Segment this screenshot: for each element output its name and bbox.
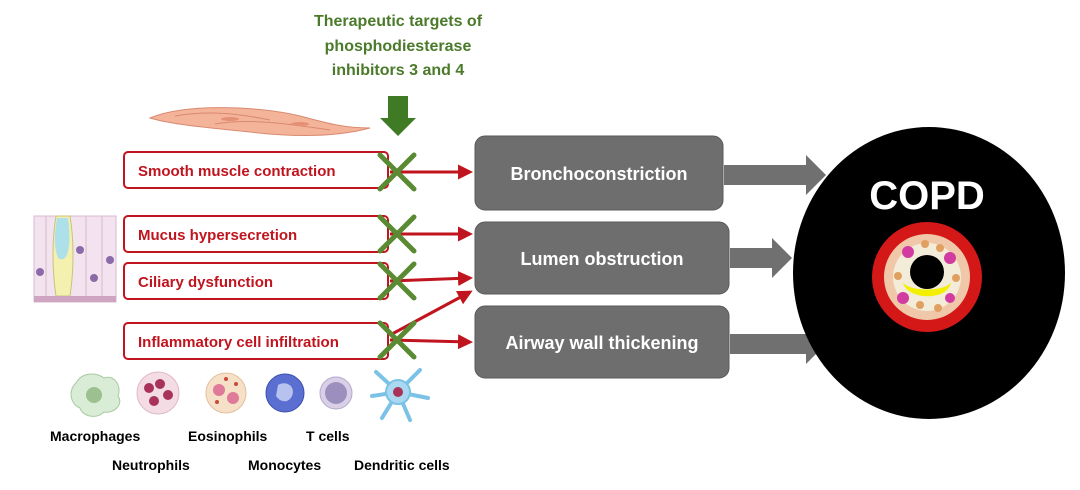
effect-box-airway-wall: Airway wall thickening	[474, 305, 730, 379]
airway-cross-section-illustration	[872, 222, 982, 332]
effect-label: Airway wall thickening	[505, 333, 698, 353]
cause-label: Inflammatory cell infiltration	[138, 334, 339, 351]
cell-label-macrophages: Macrophages	[50, 428, 140, 444]
header-title: Therapeutic targets of phosphodiesterase…	[314, 13, 483, 79]
neutrophil-icon	[136, 371, 180, 415]
copd-outcome: COPD	[793, 127, 1065, 419]
arrow-inflammatory-to-lumen	[391, 290, 473, 336]
cell-label-t-cells: T cells	[306, 428, 350, 444]
gray-arrow	[724, 155, 826, 195]
cell-label-dendritic-cells: Dendritic cells	[354, 457, 450, 473]
cause-box-mucus: Mucus hypersecretion	[123, 215, 389, 253]
effect-label: Lumen obstruction	[521, 249, 684, 269]
red-arrows	[389, 164, 473, 350]
cause-box-smooth-muscle: Smooth muscle contraction	[123, 151, 389, 189]
arrow-ciliary-to-lumen	[389, 270, 473, 286]
epithelium-illustration	[33, 215, 117, 303]
dendritic-cell-icon	[370, 368, 430, 422]
t-cell-icon	[319, 376, 353, 410]
cause-label: Smooth muscle contraction	[138, 163, 336, 180]
eosinophil-icon	[205, 372, 247, 414]
gray-arrow	[730, 238, 792, 278]
effect-label: Bronchoconstriction	[510, 164, 687, 184]
arrow-to-wall-thickening	[389, 334, 473, 350]
gray-arrows	[724, 155, 826, 364]
gray-arrow	[730, 324, 826, 364]
cause-label: Mucus hypersecretion	[138, 227, 297, 244]
header-line-1: Therapeutic targets of	[314, 13, 483, 30]
effect-box-lumen-obstruction: Lumen obstruction	[474, 221, 730, 295]
macrophage-icon	[70, 373, 121, 417]
smooth-muscle-illustration	[148, 107, 371, 136]
cross-icon	[377, 320, 417, 360]
monocyte-icon	[265, 373, 305, 413]
header-line-2: phosphodiesterase	[325, 38, 472, 55]
cell-label-monocytes: Monocytes	[248, 457, 321, 473]
effect-box-bronchoconstriction: Bronchoconstriction	[474, 135, 724, 211]
cell-labels: Macrophages Neutrophils Eosinophils Mono…	[50, 428, 450, 473]
cell-label-eosinophils: Eosinophils	[188, 428, 268, 444]
cell-label-neutrophils: Neutrophils	[112, 457, 190, 473]
inhibition-crosses	[377, 152, 417, 360]
cause-box-inflammatory: Inflammatory cell infiltration	[123, 322, 389, 360]
header-line-3: inhibitors 3 and 4	[332, 62, 465, 79]
cause-box-ciliary: Ciliary dysfunction	[123, 262, 389, 300]
target-arrow	[380, 96, 416, 136]
cross-icon	[377, 261, 417, 301]
copd-label: COPD	[869, 174, 985, 218]
cross-icon	[377, 214, 417, 254]
cross-icon	[377, 152, 417, 192]
cause-label: Ciliary dysfunction	[138, 274, 273, 291]
cell-illustrations	[70, 368, 430, 422]
